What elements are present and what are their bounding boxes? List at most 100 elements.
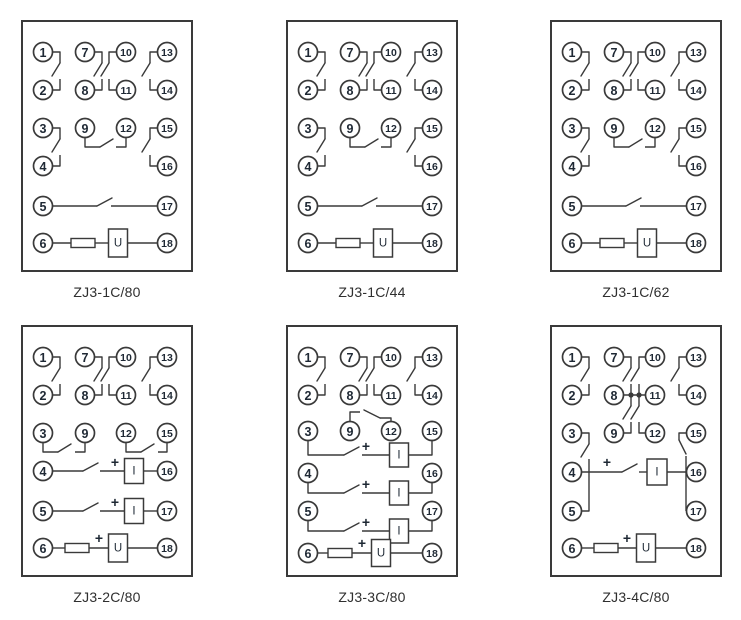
- wire: [624, 356, 632, 368]
- terminal-number: 10: [649, 47, 661, 59]
- terminal-number: 4: [569, 466, 576, 480]
- terminal-7: [603, 346, 625, 368]
- terminal-number: 3: [305, 122, 312, 136]
- contact-blade: [364, 138, 379, 148]
- junction-dot: [628, 392, 634, 398]
- contact-blade: [93, 367, 103, 382]
- contact-blade: [363, 409, 381, 419]
- wire: [408, 441, 433, 456]
- element-box-label: I: [397, 526, 400, 538]
- terminal-1: [32, 346, 54, 368]
- terminal-number: 9: [347, 425, 354, 439]
- terminal-number: 11: [385, 390, 396, 402]
- terminal-number: 8: [611, 84, 618, 98]
- terminal-number: 10: [385, 352, 397, 364]
- element-box-label: I: [132, 466, 135, 478]
- terminal-14: [685, 384, 707, 406]
- terminal-number: 8: [347, 389, 354, 403]
- contact-blade: [99, 138, 114, 148]
- wire: [318, 51, 326, 63]
- wire: [373, 384, 381, 396]
- terminal-number: 15: [690, 123, 702, 135]
- terminal-12: [644, 422, 666, 444]
- terminal-6: [32, 232, 54, 254]
- terminal-8: [339, 384, 361, 406]
- terminal-number: 17: [161, 506, 173, 518]
- contact-blade: [670, 62, 680, 77]
- terminal-number: 12: [385, 426, 397, 438]
- terminal-number: 9: [611, 122, 618, 136]
- wire: [638, 422, 645, 434]
- terminal-number: 13: [161, 352, 173, 364]
- plus-sign: +: [358, 535, 366, 551]
- terminal-6: [32, 537, 54, 559]
- terminal-10: [380, 346, 402, 368]
- terminal-number: 6: [40, 237, 47, 251]
- terminal-4: [561, 461, 583, 483]
- wire: [349, 411, 360, 421]
- terminal-number: 16: [161, 466, 173, 478]
- wire: [408, 521, 433, 532]
- contact-blade: [141, 367, 151, 382]
- terminal-17: [685, 195, 707, 217]
- terminal-number: 2: [569, 389, 576, 403]
- element-box-label: U: [642, 543, 650, 555]
- resistor: [64, 542, 90, 554]
- plus-sign: +: [362, 438, 370, 454]
- terminal-17: [421, 500, 443, 522]
- terminal-13: [156, 41, 178, 63]
- terminal-number: 12: [120, 428, 132, 440]
- terminal-5: [32, 195, 54, 217]
- element-box: [370, 538, 392, 568]
- terminal-3: [297, 420, 319, 442]
- terminal-number: 17: [161, 201, 173, 213]
- contact-blade: [678, 439, 687, 455]
- contact-blade: [51, 62, 61, 77]
- contact-blade: [82, 462, 99, 472]
- wire: [318, 384, 326, 396]
- terminal-16: [156, 460, 178, 482]
- terminal-number: 12: [649, 123, 661, 135]
- wire: [318, 155, 326, 167]
- terminal-number: 5: [40, 200, 47, 214]
- plus-sign: +: [362, 514, 370, 530]
- terminal-number: 3: [569, 122, 576, 136]
- terminal-number: 12: [120, 123, 132, 135]
- contact-blade: [82, 502, 99, 512]
- contact-blade: [670, 138, 680, 153]
- element-box: [636, 228, 658, 258]
- wire: [108, 356, 116, 368]
- terminal-2: [561, 79, 583, 101]
- contact-blade: [622, 62, 632, 77]
- wire: [360, 79, 368, 91]
- terminal-5: [561, 500, 583, 522]
- terminal-14: [421, 384, 443, 406]
- terminal-13: [685, 41, 707, 63]
- terminal-9: [603, 422, 625, 444]
- panel-label: ZJ3-1C/62: [602, 284, 670, 300]
- contact-blade: [622, 405, 632, 420]
- element-box-label: U: [114, 543, 122, 555]
- terminal-16: [421, 462, 443, 484]
- terminal-number: 7: [347, 351, 354, 365]
- terminal-number: 12: [385, 123, 397, 135]
- terminal-number: 3: [40, 122, 47, 136]
- wire: [582, 432, 590, 444]
- terminal-number: 8: [82, 389, 89, 403]
- terminal-11: [380, 79, 402, 101]
- terminal-number: 13: [690, 352, 702, 364]
- terminal-number: 1: [305, 351, 312, 365]
- terminal-number: 7: [347, 46, 354, 60]
- terminal-7: [339, 346, 361, 368]
- element-box: [388, 442, 410, 468]
- terminal-number: 17: [426, 506, 438, 518]
- terminal-11: [644, 79, 666, 101]
- terminal-number: 15: [426, 123, 438, 135]
- terminal-2: [561, 384, 583, 406]
- resistor: [593, 542, 619, 554]
